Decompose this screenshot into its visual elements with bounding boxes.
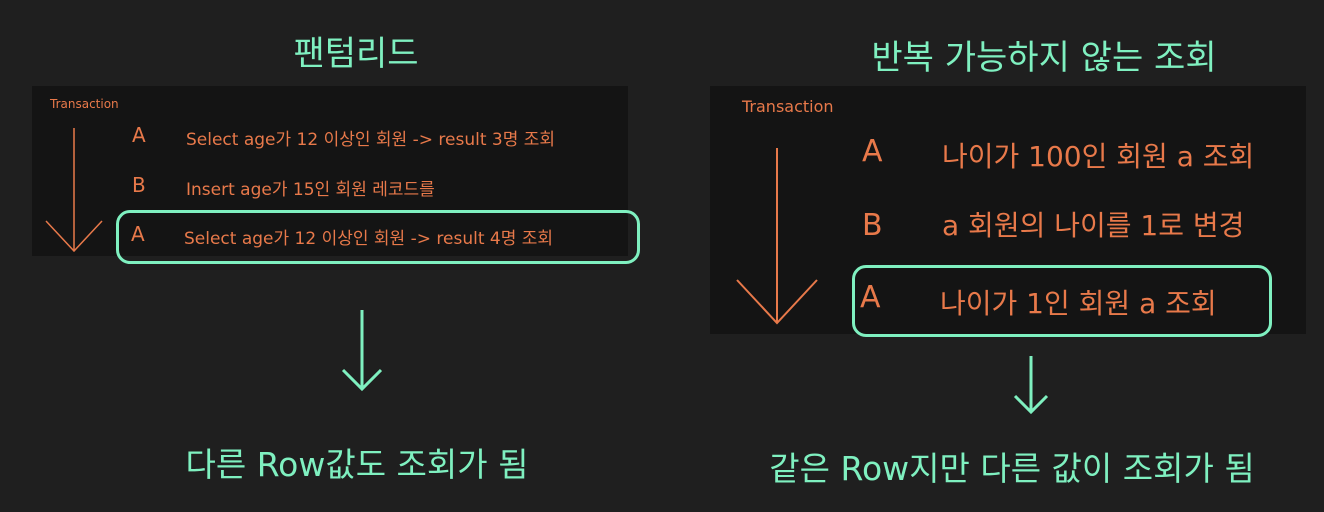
left-row-2-tx: B: [132, 173, 146, 197]
right-time-arrow: [736, 148, 818, 325]
left-title: 팬텀리드: [293, 34, 419, 74]
right-transaction-label: Transaction: [742, 97, 834, 116]
left-result-arrow: [341, 310, 383, 392]
left-row-1-text: Select age가 12 이상인 회원 -> result 3명 조회: [186, 130, 556, 150]
left-row-2-text: Insert age가 15인 회원 레코드를: [186, 180, 435, 200]
right-row-2-tx: B: [862, 208, 883, 243]
left-highlight-box: [116, 210, 640, 264]
right-highlight-box: [852, 265, 1272, 337]
right-row-3-tx: A: [860, 280, 881, 315]
left-row-1-tx: A: [132, 123, 146, 147]
right-row-2-text: a 회원의 나이를 1로 변경: [942, 209, 1245, 242]
left-row-3-text: Select age가 12 이상인 회원 -> result 4명 조회: [184, 229, 554, 249]
left-time-arrow: [45, 128, 103, 253]
right-result-arrow: [1013, 356, 1049, 415]
right-caption: 같은 Row지만 다른 값이 조회가 됨: [769, 449, 1255, 488]
right-row-1-tx: A: [862, 134, 883, 169]
right-row-1-text: 나이가 100인 회원 a 조회: [942, 140, 1255, 173]
left-transaction-panel: Transaction: [32, 86, 628, 256]
left-caption: 다른 Row값도 조회가 됨: [185, 445, 529, 484]
left-row-3-tx: A: [131, 222, 145, 246]
left-transaction-label: Transaction: [50, 97, 119, 111]
right-title: 반복 가능하지 않는 조회: [871, 38, 1217, 78]
right-row-3-text: 나이가 1인 회원 a 조회: [940, 287, 1217, 320]
right-transaction-panel: Transaction: [710, 86, 1306, 334]
